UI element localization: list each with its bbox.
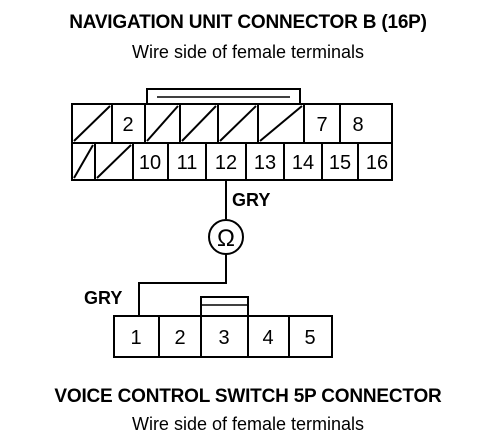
terminal-label: 7 (316, 114, 327, 136)
connector-b-labels: 2 7 8 10 11 12 13 14 15 16 (122, 114, 388, 174)
connector-5p (113, 296, 333, 358)
wire-color-label-upper: GRY (232, 190, 270, 210)
blank-cavity-slash (73, 144, 94, 179)
connector-b-subtitle: Wire side of female terminals (131, 42, 365, 62)
blank-cavity-slash (73, 105, 111, 142)
terminal-label: 1 (130, 327, 141, 349)
terminal-label: 12 (215, 152, 237, 174)
blank-cavity-slash (181, 105, 217, 142)
terminal-label: 5 (304, 327, 315, 349)
test-wiring (138, 180, 244, 316)
connector-5p-title: VOICE CONTROL SWITCH 5P CONNECTOR (54, 386, 442, 407)
connector-5p-latch (200, 296, 249, 316)
wire-color-label-lower: GRY (84, 288, 122, 308)
blank-cavity-slash (96, 144, 132, 179)
terminal-label: 8 (352, 114, 363, 136)
terminal-label: 10 (139, 152, 161, 174)
connector-b-latch (146, 88, 301, 104)
terminal-label: 4 (262, 327, 273, 349)
gry-wire-lower (138, 254, 227, 316)
terminal-label: 13 (254, 152, 276, 174)
terminal-label: 15 (329, 152, 351, 174)
terminal-label: 11 (177, 152, 198, 174)
connector-5p-labels: 1 2 3 4 5 (130, 327, 315, 349)
connector-5p-body (113, 315, 333, 358)
connector-b-title: NAVIGATION UNIT CONNECTOR B (16P) (69, 12, 427, 33)
connector-b (71, 88, 393, 181)
connector-5p-subtitle: Wire side of female terminals (131, 414, 365, 434)
blank-cavity-slash (146, 105, 179, 142)
ohm-symbol: Ω (217, 225, 235, 252)
blank-cavity-slash (219, 105, 257, 142)
terminal-label: 2 (174, 327, 185, 349)
terminal-label: 3 (218, 327, 229, 349)
terminal-label: 14 (292, 152, 314, 174)
terminal-label: 2 (122, 114, 133, 136)
blank-cavity-slash (259, 105, 303, 142)
terminal-label: 16 (366, 152, 388, 174)
